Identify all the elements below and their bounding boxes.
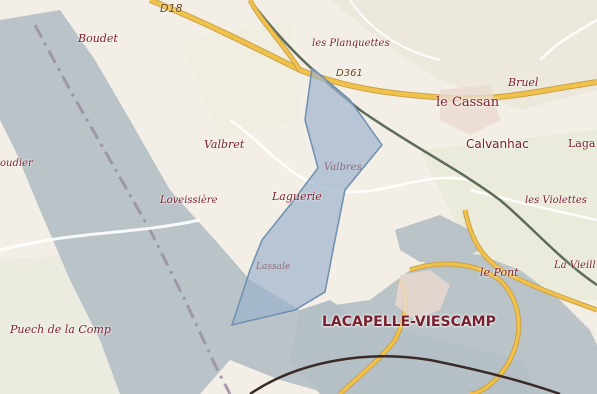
- place-label-laguerie: Laguerie: [272, 190, 322, 203]
- selection-polygon[interactable]: [230, 66, 383, 327]
- place-label-valbres: Valbres: [324, 162, 362, 173]
- place-label-la-vieille: La Vieill: [554, 260, 596, 271]
- secondary-road: [249, 355, 561, 394]
- place-label-lassale: Lassale: [256, 262, 291, 272]
- place-label-le-cassan: le Cassan: [436, 95, 500, 110]
- village-built-area: [440, 85, 500, 135]
- place-label-lacapelle-viescamp: LACAPELLE-VIESCAMP: [322, 314, 496, 330]
- minor-road: [469, 188, 597, 222]
- place-label-le-pont: le Pont: [480, 266, 519, 279]
- field-patch: [180, 20, 300, 140]
- field-patch: [330, 0, 597, 110]
- main-road: [149, 0, 597, 101]
- reservoir-water: [0, 10, 597, 394]
- place-label-laga: Laga: [568, 137, 596, 150]
- road-label-d18: D18: [160, 2, 183, 15]
- field-patch: [420, 130, 597, 300]
- place-label-les-violettes: les Violettes: [525, 195, 587, 206]
- railway-line: [249, 0, 597, 287]
- place-label-calvanhac: Calvanhac: [466, 137, 529, 151]
- place-label-les-planquettes: les Planquettes: [312, 38, 390, 49]
- place-label-oudier: oudier: [0, 158, 33, 169]
- town-built-area: [395, 270, 450, 320]
- minor-road: [349, 0, 441, 61]
- main-road: [463, 209, 597, 312]
- reservoir-water: [395, 215, 480, 262]
- place-label-loveissiere: Loveissière: [160, 195, 218, 206]
- road-label-d361: D361: [336, 68, 363, 79]
- place-label-puech: Puech de la Comp: [10, 323, 111, 336]
- place-label-valbret: Valbret: [204, 138, 245, 151]
- boundary-line: [33, 24, 232, 394]
- place-label-boudet: Boudet: [78, 32, 118, 45]
- main-road: [409, 262, 521, 394]
- minor-road: [539, 18, 597, 61]
- minor-road: [0, 218, 201, 252]
- main-road: [248, 0, 302, 71]
- place-label-bruel: Bruel: [508, 76, 539, 89]
